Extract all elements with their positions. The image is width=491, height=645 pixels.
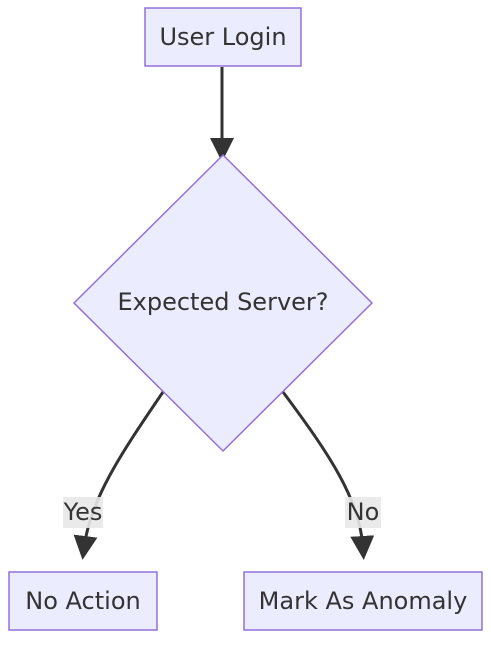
node-expected-server-text: Expected Server?: [117, 288, 328, 316]
edge-label-no-text: No: [347, 498, 380, 526]
node-no-action-text: No Action: [25, 587, 140, 615]
edge-label-no: No: [345, 497, 381, 528]
node-user-login-text: User Login: [159, 23, 286, 51]
node-user-login: User Login: [144, 7, 302, 67]
node-expected-server: Expected Server?: [72, 153, 374, 453]
node-no-action: No Action: [8, 571, 158, 631]
edge-label-yes-text: Yes: [63, 498, 103, 526]
node-mark-anomaly: Mark As Anomaly: [243, 571, 483, 631]
edge-label-yes: Yes: [63, 497, 103, 528]
edge-decision-yes: [73, 391, 165, 560]
node-mark-anomaly-text: Mark As Anomaly: [259, 587, 468, 615]
edge-decision-no: [281, 391, 375, 560]
